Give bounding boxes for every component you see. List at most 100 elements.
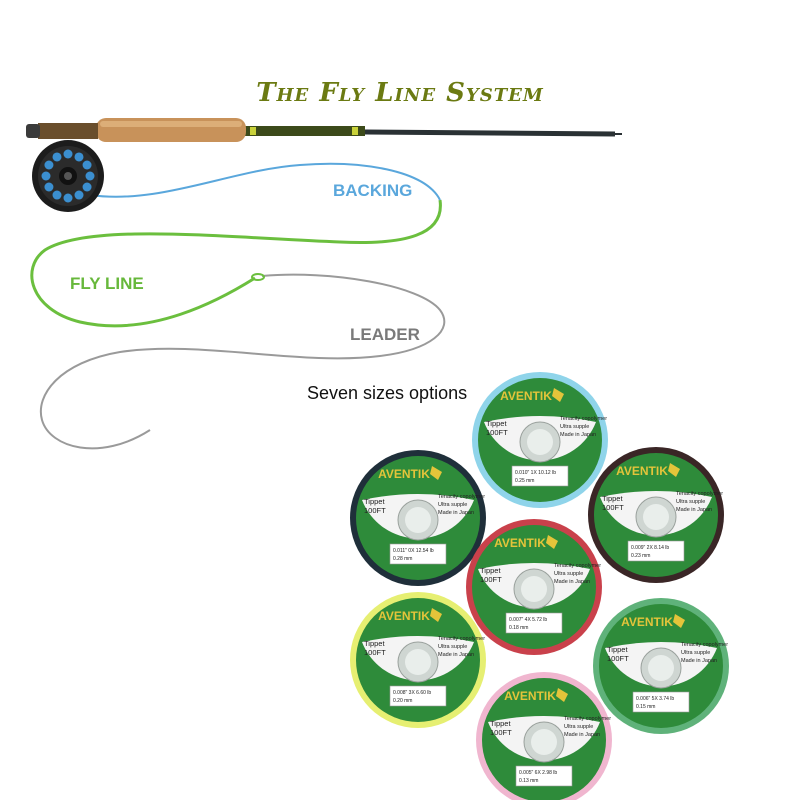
spool-size: 0.005" 6X 2.98 lb — [519, 770, 557, 776]
page-title: The Fly Line System — [256, 78, 544, 108]
backing-label: BACKING — [333, 181, 413, 200]
fly-line — [30, 199, 442, 328]
spool-size: 0.007" 4X 5.72 lb — [509, 617, 547, 623]
leader-label: LEADER — [350, 325, 420, 344]
spool-length: 100FT — [607, 654, 629, 663]
spool-diameter: 0.23 mm — [631, 553, 650, 559]
sizes-caption: Seven sizes options — [307, 383, 468, 403]
size-tag — [505, 612, 563, 634]
spool-diameter: 0.13 mm — [519, 778, 538, 784]
rod-winding — [245, 126, 365, 136]
spool-length: 100FT — [480, 575, 502, 584]
reel-port — [44, 182, 54, 192]
fly-logo-icon — [430, 466, 442, 480]
fly-line-label: FLY LINE — [70, 274, 144, 293]
reel-port — [82, 160, 92, 170]
spool-product: Tippet — [486, 419, 507, 428]
spool-product: Tippet — [364, 639, 385, 648]
spool-length: 100FT — [602, 503, 624, 512]
size-tag — [515, 765, 573, 787]
spool-spec: Ultra supple — [554, 571, 583, 577]
spool-brand: AVENTIK — [378, 609, 430, 623]
reel-seat — [38, 123, 98, 139]
backing-line — [89, 162, 441, 201]
fly-logo-icon — [668, 463, 680, 477]
fly-logo-icon — [430, 608, 442, 622]
spool-brand: AVENTIK — [621, 615, 673, 629]
spool-size: 0.006" 5X 3.74 lb — [636, 696, 674, 702]
spool-diameter: 0.20 mm — [393, 698, 412, 704]
spool-diameter: 0.25 mm — [515, 478, 534, 484]
cork-highlight — [100, 121, 242, 127]
spool-spec: Ultra supple — [438, 644, 467, 650]
size-tag — [389, 543, 447, 565]
reel-port — [52, 152, 62, 162]
spool-spec: Made in Japan — [560, 432, 596, 438]
spool-spec: Tenacity copolymer — [438, 494, 485, 500]
fly-logo-icon — [673, 614, 685, 628]
spool-hub-window — [405, 649, 431, 675]
spool-diameter: 0.15 mm — [636, 704, 655, 710]
spool-product: Tippet — [364, 497, 385, 506]
spool-spec: Tenacity copolymer — [554, 563, 601, 569]
spool-spec: Tenacity copolymer — [560, 416, 607, 422]
spool-size: 0.008" 3X 6.60 lb — [393, 690, 431, 696]
size-tag — [627, 540, 685, 562]
spool-spec: Ultra supple — [681, 650, 710, 656]
spool-size: 0.010" 1X 10.12 lb — [515, 470, 556, 476]
spool-hub-window — [648, 655, 674, 681]
spool-size: 0.011" 0X 12.54 lb — [393, 548, 434, 554]
spool-hub-window — [521, 576, 547, 602]
fly-reel — [32, 140, 104, 212]
fly-logo-icon — [546, 535, 558, 549]
spool-spec: Ultra supple — [564, 724, 593, 730]
spool-spec: Made in Japan — [564, 732, 600, 738]
fly-logo-icon — [552, 388, 564, 402]
spool-size: 0.009" 2X 8.14 lb — [631, 545, 669, 551]
spool-spec: Made in Japan — [676, 507, 712, 513]
spool-length: 100FT — [490, 728, 512, 737]
reel-port — [44, 160, 54, 170]
size-tag — [389, 685, 447, 707]
loop-connection — [251, 273, 265, 281]
reel-port — [63, 193, 73, 203]
spool-spec: Tenacity copolymer — [564, 716, 611, 722]
spool-spec: Ultra supple — [438, 502, 467, 508]
leader-line — [39, 273, 446, 450]
reel-port — [74, 152, 84, 162]
spool-spec: Ultra supple — [560, 424, 589, 430]
spool-spec: Made in Japan — [554, 579, 590, 585]
spool-brand: AVENTIK — [500, 389, 552, 403]
spool-spec: Ultra supple — [676, 499, 705, 505]
spool-spec: Made in Japan — [438, 652, 474, 658]
spool-product: Tippet — [607, 645, 628, 654]
reel-port — [82, 182, 92, 192]
reel-port — [41, 171, 51, 181]
reel-port — [63, 149, 73, 159]
reel-port — [85, 171, 95, 181]
spool-brand: AVENTIK — [378, 467, 430, 481]
spool-brand: AVENTIK — [494, 536, 546, 550]
spool-product: Tippet — [602, 494, 623, 503]
butt-cap — [26, 124, 40, 138]
spool-product: Tippet — [490, 719, 511, 728]
spool-length: 100FT — [364, 648, 386, 657]
spool-diameter: 0.28 mm — [393, 556, 412, 562]
spool-diameter: 0.18 mm — [509, 625, 528, 631]
spool-hub-window — [405, 507, 431, 533]
rod-wrap-stripe — [250, 127, 256, 135]
spool-hub-window — [531, 729, 557, 755]
spool-length: 100FT — [486, 428, 508, 437]
spool-spec: Made in Japan — [438, 510, 474, 516]
spool-brand: AVENTIK — [616, 464, 668, 478]
spool-spec: Tenacity copolymer — [676, 491, 723, 497]
spool-brand: AVENTIK — [504, 689, 556, 703]
